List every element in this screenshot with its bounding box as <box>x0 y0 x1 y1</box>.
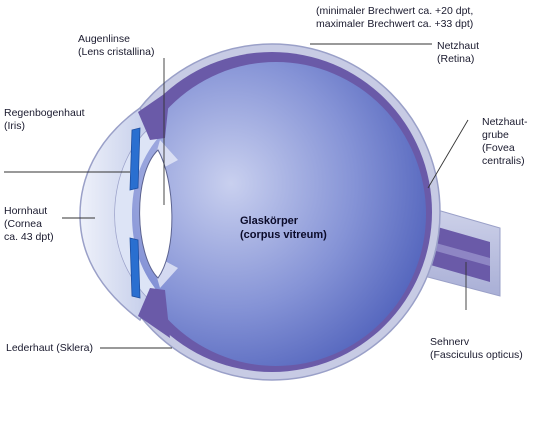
iris-bottom <box>129 237 141 299</box>
optic-nerve-stripe <box>425 240 490 266</box>
hornhaut-label: Hornhaut (Cornea ca. 43 dpt) <box>4 205 54 243</box>
brechwert-label: (minimaler Brechwert ca. +20 dpt, maxima… <box>316 5 474 30</box>
leader-lines <box>4 43 469 349</box>
regenbogenhaut-label: Regenbogenhaut (Iris) <box>4 107 85 132</box>
iris-top <box>129 127 141 191</box>
ciliary-body-bottom <box>138 288 170 338</box>
netzhautgrube-label: Netzhaut- grube (Fovea centralis) <box>482 116 528 167</box>
sehnerv-label: Sehnerv (Fasciculus opticus) <box>430 336 523 361</box>
glaskoerper-label: Glaskörper (corpus vitreum) <box>240 215 327 241</box>
augenlinse-label: Augenlinse (Lens cristallina) <box>78 33 155 58</box>
ciliary-body-top <box>138 90 170 140</box>
lederhaut-label: Lederhaut (Sklera) <box>6 342 93 354</box>
vitreous-body <box>126 62 426 366</box>
netzhaut-label: Netzhaut (Retina) <box>437 40 480 65</box>
anterior-chamber <box>115 128 158 300</box>
